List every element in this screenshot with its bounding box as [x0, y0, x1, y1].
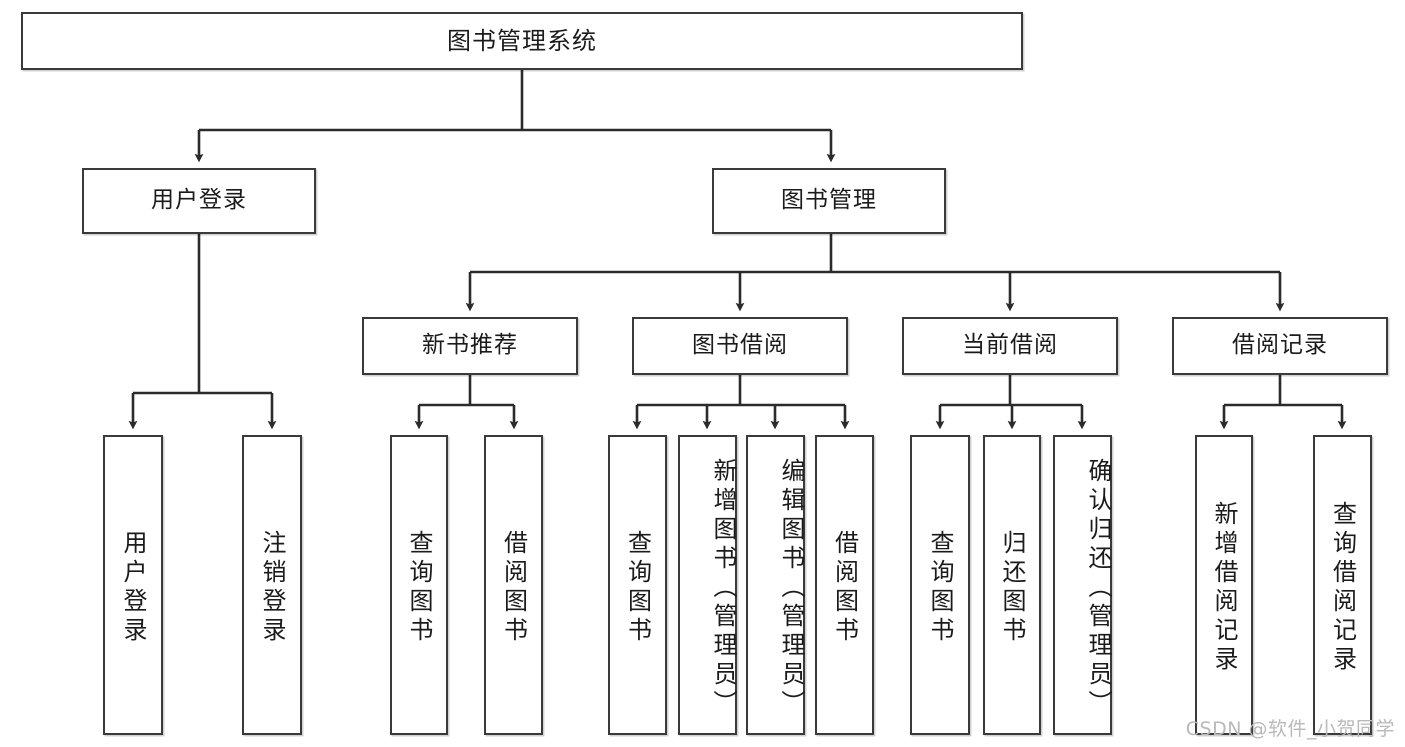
node-leaf-borrow-book-borrow[interactable]: 借阅图书 [815, 435, 874, 735]
node-leaf-query-book-current[interactable]: 查询图书 [910, 435, 970, 735]
node-leaf-add-borrow-record[interactable]: 新增借阅记录 [1195, 435, 1253, 735]
node-book-borrow[interactable]: 图书借阅 [632, 317, 848, 375]
node-leaf-add-book-admin[interactable]: 新增图书（管理员） [678, 435, 737, 735]
node-book-manage[interactable]: 图书管理 [712, 168, 946, 234]
node-leaf-return-book[interactable]: 归还图书 [983, 435, 1041, 735]
node-root-book-management-system[interactable]: 图书管理系统 [21, 12, 1023, 70]
node-leaf-query-book-recommend[interactable]: 查询图书 [390, 435, 448, 735]
node-borrow-record[interactable]: 借阅记录 [1172, 317, 1388, 375]
node-leaf-borrow-book-recommend[interactable]: 借阅图书 [484, 435, 543, 735]
node-leaf-query-borrow-record[interactable]: 查询借阅记录 [1313, 435, 1372, 735]
node-leaf-user-logout[interactable]: 注销登录 [242, 435, 302, 735]
node-new-book-recommend[interactable]: 新书推荐 [362, 317, 578, 375]
node-leaf-edit-book-admin[interactable]: 编辑图书（管理员） [746, 435, 805, 735]
node-current-borrow[interactable]: 当前借阅 [902, 317, 1118, 375]
node-leaf-user-login[interactable]: 用户登录 [103, 435, 163, 735]
node-leaf-query-book-borrow[interactable]: 查询图书 [608, 435, 667, 735]
node-user-login[interactable]: 用户登录 [82, 168, 316, 234]
node-leaf-confirm-return-admin[interactable]: 确认归还（管理员） [1053, 435, 1112, 735]
watermark-csdn: CSDN @软件_小贺同学 [1185, 718, 1395, 740]
